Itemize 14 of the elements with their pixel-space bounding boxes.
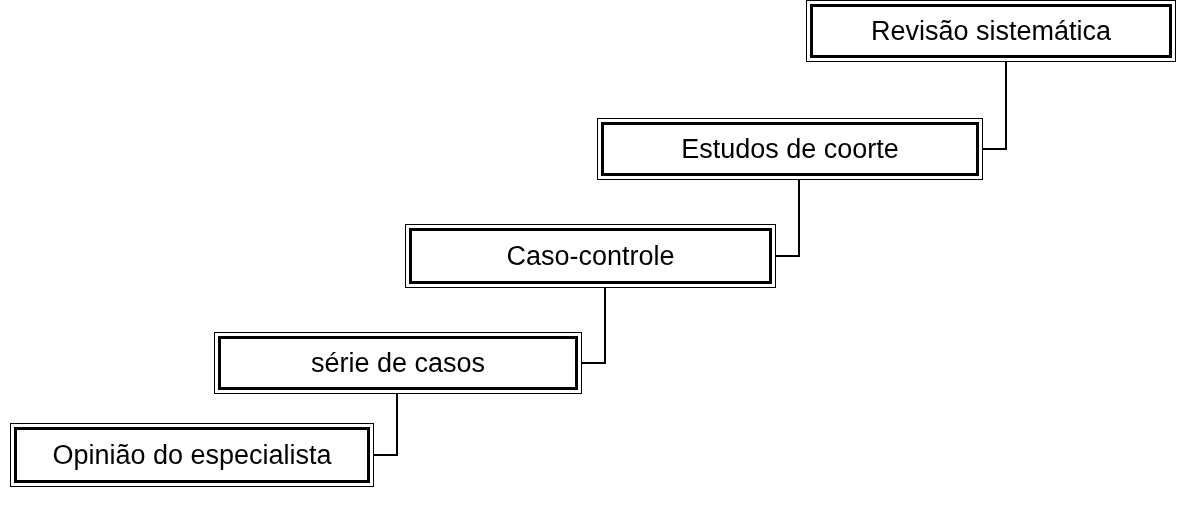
connector-line xyxy=(373,393,398,456)
level-box xyxy=(214,332,582,394)
level-box xyxy=(10,423,374,487)
level-box xyxy=(405,224,776,288)
level-label: Caso-controle xyxy=(506,240,675,272)
connector-line xyxy=(775,179,800,257)
connector-line xyxy=(982,61,1007,150)
level-label: Opinião do especialista xyxy=(52,439,332,471)
level-box xyxy=(597,118,983,180)
level-box xyxy=(806,0,1176,62)
level-label: Estudos de coorte xyxy=(681,133,899,165)
level-label: série de casos xyxy=(310,347,486,379)
level-label: Revisão sistemática xyxy=(870,15,1112,47)
connector-line xyxy=(581,287,606,364)
